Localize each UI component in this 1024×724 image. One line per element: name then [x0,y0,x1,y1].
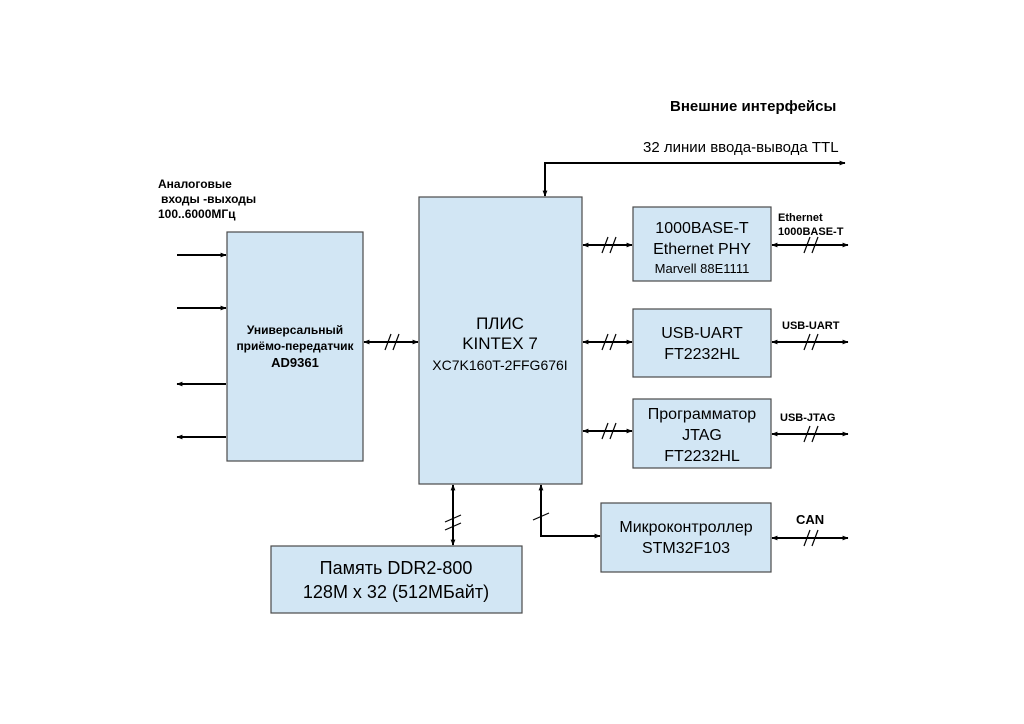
fpga-jtag-bus-ticks [601,422,617,440]
transceiver-block [226,231,364,462]
fpga-mcu-bus [538,484,601,539]
usb-jtag-external-ticks [803,425,819,443]
fpga-line-1: ПЛИС [476,314,524,333]
usb-uart-block [632,308,772,378]
fpga-line-3: XC7K160T-2FFG676I [432,357,567,373]
mcu-line-2: STM32F103 [642,540,730,557]
usb-uart-interface-label: USB-UART [782,320,840,332]
usb-uart-line-2: FT2232HL [664,346,740,363]
ethernet-phy-block [632,206,772,282]
jtag-line-3: FT2232HL [664,448,740,465]
fpga-ethernet-bus-ticks [601,236,617,254]
usb-uart-line-1: USB-UART [661,325,743,342]
can-external-ticks [803,529,819,547]
transceiver-line-2: приёмо-передатчик [236,339,354,353]
mcu-line-1: Микроконтроллер [619,519,752,536]
ttl-io-line [542,160,846,197]
memory-line-2: 128M x 32 (512МБайт) [303,582,489,602]
jtag-programmer-block [632,398,772,469]
transceiver-fpga-bus-ticks [384,333,400,351]
fpga-line-2: KINTEX 7 [462,334,538,353]
microcontroller-block [600,502,772,573]
ethernet-phy-line-1: 1000BASE-T [655,220,749,237]
ethernet-phy-line-2: Ethernet PHY [653,241,751,258]
usb-uart-external-ticks [803,333,819,351]
usb-jtag-interface-label: USB-JTAG [780,412,835,424]
can-interface-label: CAN [796,512,824,527]
ethernet-interface-label-2: 1000BASE-T [778,226,844,238]
ethernet-phy-line-3: Marvell 88E1111 [655,261,750,276]
transceiver-line-3: AD9361 [271,355,319,370]
ddr2-memory-block [270,545,523,614]
fpga-usb-uart-bus-ticks [601,333,617,351]
jtag-line-1: Программатор [648,406,757,423]
analog-label-line-2: входы -выходы [161,192,256,206]
analog-label-line-1: Аналоговые [158,177,232,191]
fpga-block [418,196,583,485]
jtag-line-2: JTAG [682,427,722,444]
analog-label-line-3: 100..6000МГц [158,207,236,221]
ttl-label: 32 линии ввода-вывода TTL [643,139,839,156]
fpga-mcu-bus-tick [532,512,550,521]
ethernet-interface-label-1: Ethernet [778,212,823,224]
fpga-memory-bus-ticks [444,514,462,531]
memory-line-1: Память DDR2-800 [320,558,473,578]
external-interfaces-heading: Внешние интерфейсы [670,98,836,115]
transceiver-line-1: Универсальный [247,323,343,337]
ethernet-external-ticks [803,236,819,254]
